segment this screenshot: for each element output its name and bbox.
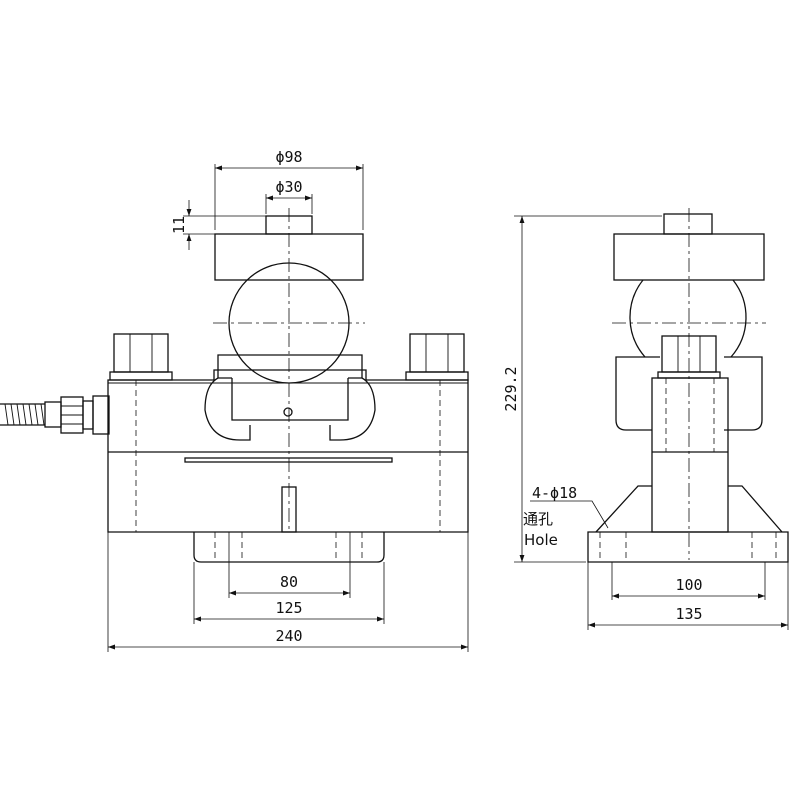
- dim-label-229-2: 229.2: [502, 366, 520, 411]
- dimension-11: 11: [170, 200, 266, 250]
- dim-label-phi98: ϕ98: [275, 148, 302, 166]
- side-seat: [615, 356, 763, 431]
- dimension-240: 240: [107, 532, 469, 652]
- hole-callout: 4-ϕ18 通孔 Hole: [523, 484, 609, 549]
- dim-label-240: 240: [275, 627, 302, 645]
- dim-label-phi30: ϕ30: [275, 178, 302, 196]
- side-ball: [629, 279, 747, 358]
- main-body: [107, 369, 469, 533]
- side-view: 229.2 4-ϕ18 通孔 Hole 100 135: [502, 208, 789, 630]
- cable: [0, 395, 110, 435]
- bolt-right: [405, 333, 469, 381]
- dimension-80: 80: [228, 532, 351, 598]
- base-plate: [193, 486, 385, 563]
- ball-seat: [204, 354, 376, 441]
- side-column: [651, 377, 729, 533]
- dimension-phi98: ϕ98: [214, 148, 364, 230]
- hole-spec-label: 4-ϕ18: [532, 484, 577, 502]
- dim-label-125: 125: [275, 599, 302, 617]
- dimension-125: 125: [193, 562, 385, 624]
- dim-label-135: 135: [675, 605, 702, 623]
- bolt-left: [109, 333, 173, 381]
- dimension-100: 100: [611, 562, 766, 600]
- dim-label-100: 100: [675, 576, 702, 594]
- side-base: [587, 531, 789, 563]
- dim-label-11: 11: [170, 216, 188, 234]
- hole-label-en: Hole: [524, 531, 558, 549]
- hole-label-cn: 通孔: [523, 510, 553, 528]
- dimension-229-2: 229.2: [502, 215, 662, 563]
- side-gussets: [595, 485, 783, 533]
- dim-label-80: 80: [280, 573, 298, 591]
- front-view: ϕ98 ϕ30 11 80 125: [0, 148, 469, 652]
- dimension-phi30: ϕ30: [265, 178, 313, 214]
- dimension-135: 135: [587, 562, 789, 630]
